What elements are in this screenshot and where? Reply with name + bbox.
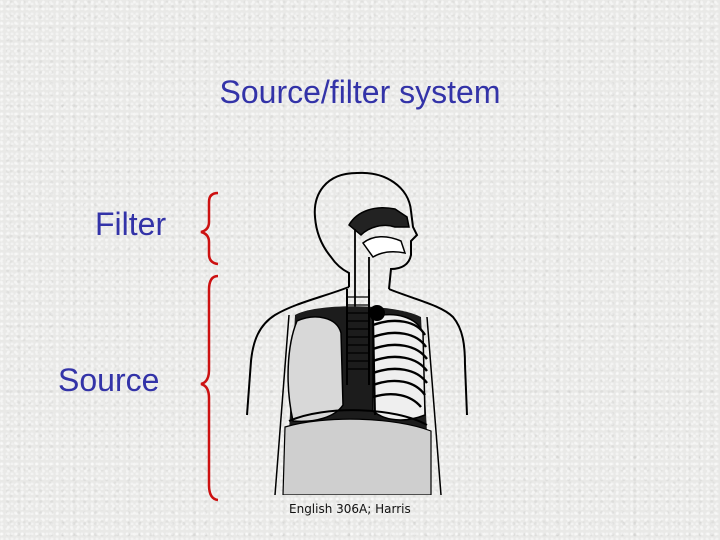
head-outline [313,172,358,287]
respiratory-system-illustration [246,171,468,495]
sternum [372,314,376,416]
bronchus [369,305,385,321]
filter-label: Filter [95,206,167,242]
diaphragm [288,409,428,426]
ribs [372,319,428,408]
abdomen [282,418,432,495]
torso-left [246,286,350,416]
source-label: Source [58,362,160,398]
body-side-left [274,314,290,495]
credit-text: English 306A; Harris [289,502,411,516]
filter-brace [200,191,219,266]
oral-cavity [361,236,407,258]
trachea-rings [347,296,369,370]
source-brace [200,274,219,502]
nasal-cavity [348,207,410,237]
left-lung [287,316,344,423]
face-outline [356,171,419,290]
brace-group [200,191,219,502]
body-side-right [426,316,442,495]
slide-title: Source/filter system [0,74,720,111]
torso-right [388,288,468,416]
slide-title-text: Source/filter system [219,74,501,110]
